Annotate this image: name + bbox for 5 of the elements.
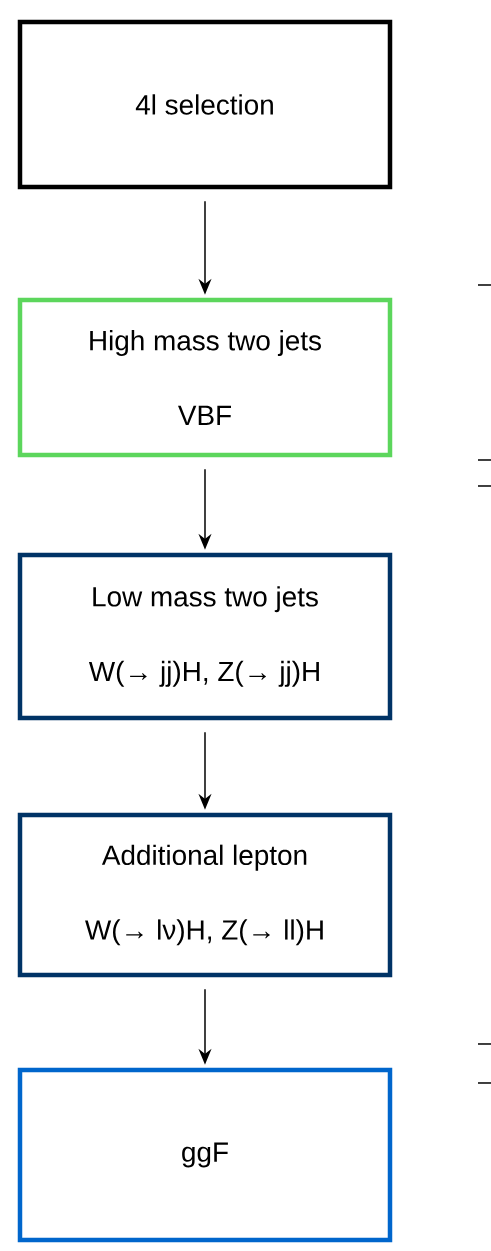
process-box: Additional lepton W(→ lν)H, Z(→ ll)H: [17, 812, 393, 978]
process-box: High mass two jets VBF: [17, 297, 393, 458]
process-box: Low mass two jets W(→ jj)H, Z(→ jj)H: [17, 552, 393, 721]
process-box: ggF: [17, 1067, 393, 1243]
process-box: 4l selection: [17, 19, 393, 190]
